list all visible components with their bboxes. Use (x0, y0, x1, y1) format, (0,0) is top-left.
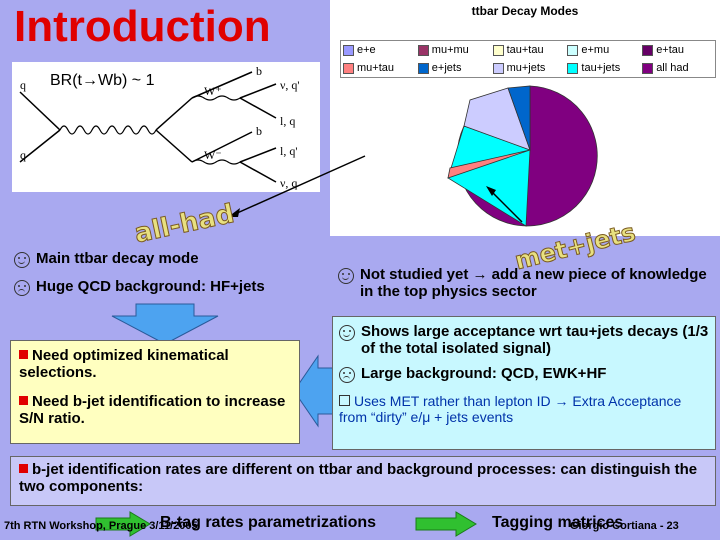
bottom-box: b-jet identification rates are different… (10, 456, 716, 506)
box-item: Need optimized kinematical selections. (19, 347, 291, 381)
legend-item: e+e (341, 41, 416, 59)
legend-swatch (492, 44, 504, 56)
arrow-to-allhad (234, 155, 366, 215)
bullet-text: Huge QCD background: HF+jets (36, 278, 265, 295)
legend-label: e+mu (581, 44, 610, 56)
pie-slice-e-jets (507, 85, 531, 151)
red-bullet-icon (19, 396, 28, 405)
decay-modes-chart: ttbar Decay Modes e+e mu+mu tau+tau e+mu… (330, 0, 720, 236)
legend-item: tau+jets (565, 59, 640, 77)
red-bullet-icon (19, 350, 28, 359)
bullet-text: Large background: QCD, EWK+HF (361, 365, 607, 382)
feynman-diagram: BR(t→Wb) ~ 1 q q b W⁺ ν, q' l, q b W⁻ l,… (12, 62, 320, 192)
right-box: Shows large acceptance wrt tau+jets deca… (332, 316, 716, 450)
legend-swatch (492, 62, 504, 74)
legend-item: mu+mu (416, 41, 491, 59)
footer-author: Giorgio Cortiana - 23 (570, 520, 679, 532)
legend-label: tau+jets (581, 62, 621, 74)
box-item: Need b-jet identification to increase S/… (19, 393, 291, 427)
legend-swatch (343, 44, 354, 56)
legend-label: mu+tau (357, 62, 394, 74)
left-box: Need optimized kinematical selections. N… (10, 340, 300, 444)
legend-item: e+tau (640, 41, 715, 59)
legend-item: all had (640, 59, 715, 77)
bullet-item: Huge QCD background: HF+jets (14, 278, 314, 296)
legend-label: tau+tau (506, 44, 544, 56)
legend-swatch (417, 62, 429, 74)
bullet-item: Large background: QCD, EWK+HF (339, 365, 709, 383)
legend-item: mu+jets (491, 59, 566, 77)
arrow-head (486, 186, 496, 196)
bullet-text: Not studied yet → add a new piece of kno… (360, 266, 707, 300)
legend-swatch (642, 44, 654, 56)
left-arrow (293, 354, 337, 428)
legend-swatch (567, 62, 579, 74)
branching-ratio: BR(t→Wb) ~ 1 (50, 72, 155, 89)
pie-slice-small (447, 149, 531, 179)
bullet-text: Uses MET rather than lepton ID → Extra A… (339, 393, 682, 425)
legend-swatch (642, 62, 654, 74)
l-q-label: l, q (280, 114, 296, 128)
legend-swatch (417, 44, 429, 56)
legend-label: all had (656, 62, 689, 74)
chart-legend: e+e mu+mu tau+tau e+mu e+tau mu+tau e+je… (340, 40, 716, 78)
legend-label: e+jets (431, 62, 462, 74)
bullet-item: Uses MET rather than lepton ID → Extra A… (339, 393, 709, 425)
b-label-top: b (256, 64, 262, 78)
b-label-bottom: b (256, 124, 262, 138)
box-text: Need b-jet identification to increase S/… (19, 393, 286, 427)
left-bullets: Main ttbar decay mode Huge QCD backgroun… (14, 250, 314, 296)
w-minus-label: W⁻ (204, 148, 222, 162)
nu-q-label: ν, q' (280, 78, 300, 92)
legend-swatch (567, 44, 579, 56)
arrow-head (228, 208, 240, 217)
quark-label-bottom: q (20, 148, 26, 162)
legend-item: mu+tau (341, 59, 416, 77)
bullet-text: Shows large acceptance wrt tau+jets deca… (361, 323, 709, 357)
quark-label-top: q (20, 78, 26, 92)
feynman-lines (19, 71, 277, 183)
footer-middle: B-tag rates parametrizations (160, 514, 377, 531)
box-text: Need optimized kinematical selections. (19, 347, 229, 381)
legend-label: e+e (357, 44, 376, 56)
red-bullet-icon (19, 464, 28, 473)
w-plus-label: W⁺ (204, 84, 222, 98)
smiley-icon (338, 268, 354, 284)
footer-arrow-right (415, 511, 477, 537)
legend-item: e+mu (565, 41, 640, 59)
legend-item: e+jets (416, 59, 491, 77)
l-q-prime-label: l, q' (280, 144, 298, 158)
bullet-item: Main ttbar decay mode (14, 250, 314, 268)
frown-icon (14, 280, 30, 296)
legend-label: mu+mu (431, 44, 469, 56)
right-bullets: Not studied yet → add a new piece of kno… (338, 266, 710, 308)
footer-left: 7th RTN Workshop, Prague 3/11/2005 (4, 520, 198, 532)
smiley-icon (339, 325, 355, 341)
legend-swatch (343, 62, 354, 74)
bullet-item: Shows large acceptance wrt tau+jets deca… (339, 323, 709, 357)
bullet-text: Main ttbar decay mode (36, 250, 199, 267)
nu-q-bottom-label: ν, q (280, 176, 298, 190)
legend-label: e+tau (656, 44, 685, 56)
arrow-to-metjets (489, 189, 523, 223)
smiley-icon (14, 252, 30, 268)
checkbox-bullet-icon (339, 395, 350, 406)
legend-item: tau+tau (491, 41, 566, 59)
bullet-item: Not studied yet → add a new piece of kno… (338, 266, 710, 300)
footer-right: Tagging matrices (492, 514, 624, 531)
down-arrow (111, 303, 219, 345)
footer-arrow-left (95, 511, 151, 537)
slide-title: Introduction (14, 2, 271, 51)
legend-label: mu+jets (506, 62, 546, 74)
bottom-text: b-jet identification rates are different… (19, 461, 698, 495)
frown-icon (339, 367, 355, 383)
chart-title: ttbar Decay Modes (471, 4, 579, 18)
